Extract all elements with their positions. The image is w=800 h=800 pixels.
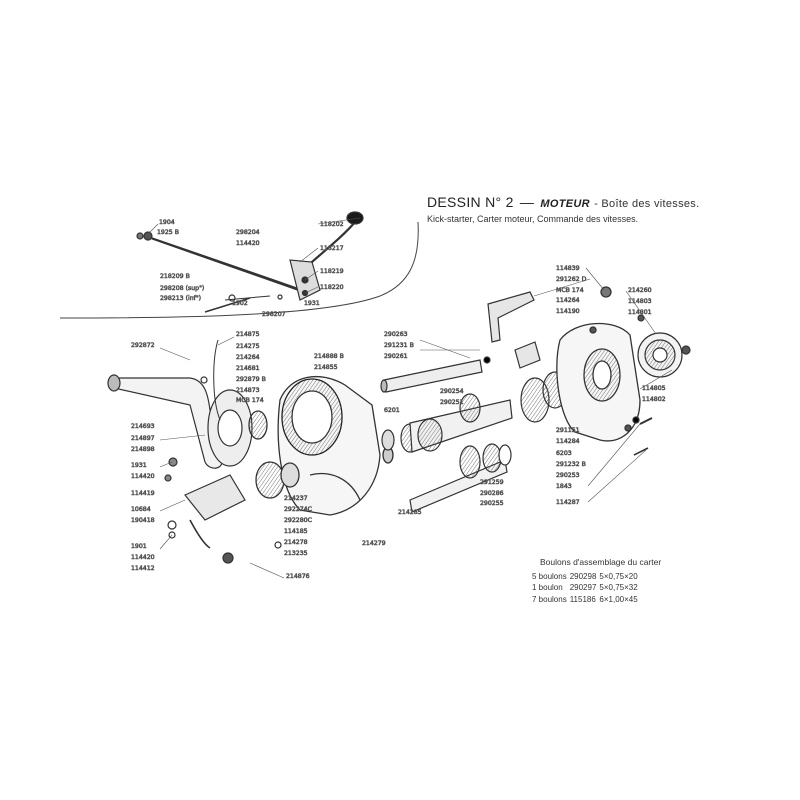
ref-label: 214873 (236, 387, 260, 394)
ref-label: 214237 (284, 495, 308, 502)
ref-label: 118217 (320, 245, 344, 252)
bolts-legend: Boulons d'assemblage du carter 5 boulons… (532, 557, 661, 605)
ref-label: 214875 (236, 331, 260, 338)
ref-label: 1904 (159, 219, 175, 226)
ref-label: 290261 (384, 353, 408, 360)
ref-label: 291151 (556, 427, 580, 434)
ref-label: 292872 (131, 342, 155, 349)
ref-label: 118202 (320, 221, 344, 228)
ref-label: 291262 D (556, 276, 587, 283)
bolt-qty: 5 boulons (532, 571, 567, 581)
bolt-size: 6×1,00×45 (599, 594, 638, 604)
bolt-qty: 1 boulon (532, 583, 563, 592)
bolt-qty: 7 boulons (532, 594, 567, 604)
ref-label: 1902 (232, 300, 248, 307)
ref-label: 114287 (556, 499, 580, 506)
ref-label: 6203 (556, 450, 572, 457)
ref-label: 214278 (284, 539, 308, 546)
ref-label: 214260 (628, 287, 652, 294)
ref-label: 298204 (236, 229, 260, 236)
sprocket (633, 314, 691, 456)
bolt-ref: 290297 (569, 583, 597, 592)
ref-label: 290254 (440, 388, 464, 395)
ref-label: 290263 (384, 331, 408, 338)
bolt-size: 5×0,75×20 (599, 571, 638, 581)
table-row: 5 boulons 290298 5×0,75×20 (532, 571, 641, 583)
ref-label: 214897 (131, 435, 155, 442)
subtitle-part: - Boîte des vitesses. (594, 198, 700, 210)
ref-label: 114420 (236, 240, 260, 247)
ref-label: 214693 (131, 423, 155, 430)
bolts-legend-title: Boulons d'assemblage du carter (540, 557, 662, 567)
bolt-ref: 115186 (569, 594, 596, 604)
ref-label: MCB 174 (236, 397, 264, 404)
ref-label: 114284 (556, 438, 580, 445)
table-row: 1 boulon 290297 5×0,75×32 (532, 582, 641, 594)
ref-label: 1843 (556, 483, 572, 490)
ref-label: 1901 (131, 543, 147, 550)
ref-label: 291231 B (384, 342, 414, 349)
dessin-label: DESSIN N° 2 (427, 194, 514, 210)
ref-label: 290251 (440, 399, 464, 406)
ref-label: 291259 (480, 479, 504, 486)
ref-label: 290286 (480, 490, 504, 497)
ref-label: 6201 (384, 407, 400, 414)
left-crankcase (248, 375, 394, 516)
title-dash: — (519, 194, 535, 210)
kick-starter-assembly (107, 339, 282, 564)
ref-label: 290253 (556, 472, 580, 479)
ref-label: 298213 (inf") (160, 295, 201, 302)
gear-shafts (380, 291, 568, 513)
ref-label: MCB 174 (556, 287, 584, 294)
ref-label: 214898 (131, 446, 155, 453)
ref-label: 213235 (284, 550, 308, 557)
ref-label: 1931 (304, 300, 320, 307)
ref-label: 290255 (480, 500, 504, 507)
ref-label: 114412 (131, 565, 155, 572)
ref-label: 298208 (sup") (160, 285, 204, 292)
ref-label: 214275 (236, 343, 260, 350)
diagram-subtitle: Kick-starter, Carter moteur, Commande de… (427, 214, 639, 224)
ref-label: 298207 (262, 311, 286, 318)
diagram-title: DESSIN N° 2 — MOTEUR - Boîte des vitesse… (427, 194, 699, 210)
ref-label: 1931 (131, 462, 147, 469)
ref-label: 292280C (284, 517, 312, 524)
ref-label: 214264 (236, 354, 260, 361)
ref-label: 114805 (642, 385, 666, 392)
ref-label: 214876 (286, 573, 310, 580)
ref-label: 214285 (398, 509, 422, 516)
ref-label: 292879 B (236, 376, 266, 383)
ref-label: 114185 (284, 528, 308, 535)
bolts-table: 5 boulons 290298 5×0,75×20 1 boulon 2902… (532, 571, 641, 606)
ref-label: 214888 B (314, 353, 344, 360)
ref-label: 1925 B (157, 229, 179, 236)
ref-label: 114801 (628, 309, 652, 316)
table-row: 7 boulons 115186 6×1,00×45 (532, 594, 641, 606)
bolt-size: 5×0,75×32 (599, 583, 638, 592)
section-label: MOTEUR (540, 198, 590, 210)
ref-label: 114420 (131, 554, 155, 561)
ref-label: 118220 (320, 284, 344, 291)
ref-label: 190418 (131, 517, 155, 524)
ref-label: 118219 (320, 268, 344, 275)
reference-labels: 1904 1925 B 298204 114420 118202 118217 … (131, 217, 673, 580)
ref-label: 10684 (131, 506, 151, 513)
ref-label: 114839 (556, 265, 580, 272)
ref-label: 214279 (362, 540, 386, 547)
ref-label: 214681 (236, 365, 260, 372)
ref-label: 214855 (314, 364, 338, 371)
ref-label: 114420 (131, 473, 155, 480)
bolt-ref: 290298 (569, 571, 597, 581)
ref-label: 114190 (556, 308, 580, 315)
ref-label: 291232 B (556, 461, 586, 468)
ref-label: 114803 (628, 298, 652, 305)
ref-label: 114802 (642, 396, 666, 403)
ref-label: 292274C (284, 506, 312, 513)
right-crankcase (556, 286, 641, 442)
ref-label: 114419 (131, 490, 155, 497)
ref-label: 218209 B (160, 273, 190, 280)
ref-label: 114264 (556, 297, 580, 304)
